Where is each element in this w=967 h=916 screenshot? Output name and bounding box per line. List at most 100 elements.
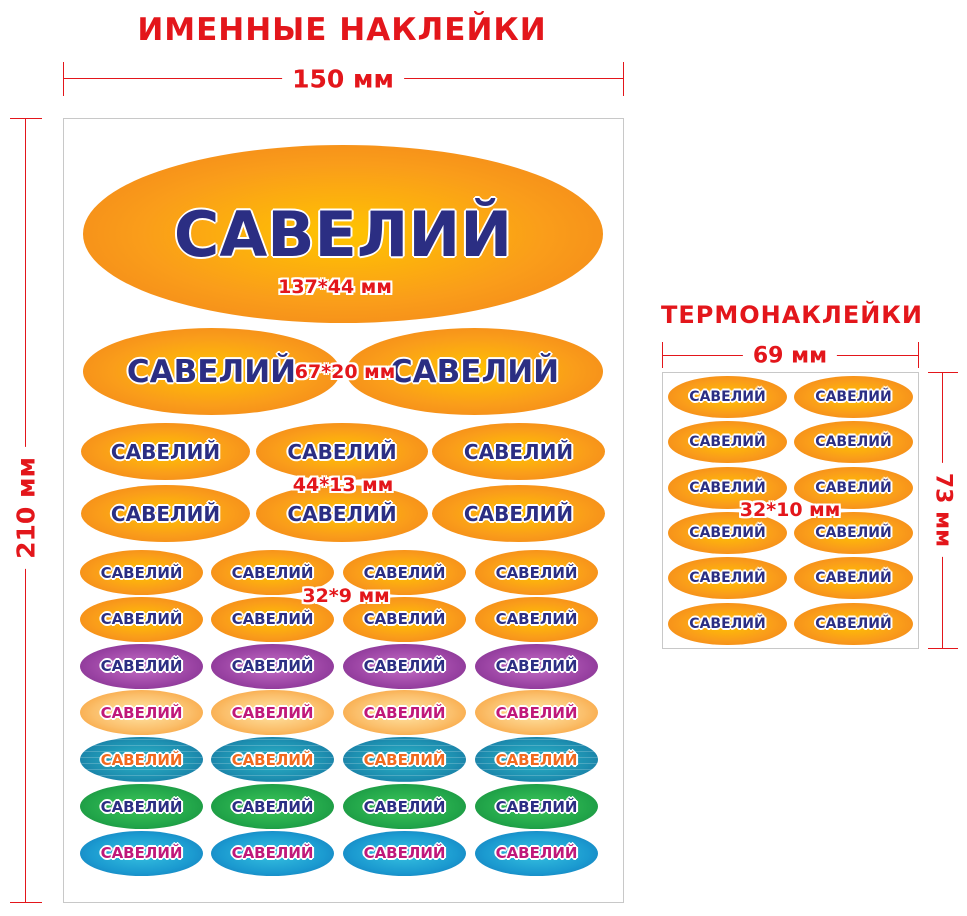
sticker-name-text: САВЕЛИЙ (495, 750, 578, 769)
sticker-name-text: САВЕЛИЙ (689, 479, 766, 496)
sticker-name-text: САВЕЛИЙ (100, 657, 183, 676)
sticker-name-text: САВЕЛИЙ (287, 501, 397, 526)
sticker-name-text: САВЕЛИЙ (463, 501, 574, 526)
sticker-name-text: САВЕЛИЙ (110, 501, 221, 526)
name-sticker: САВЕЛИЙ (794, 421, 913, 464)
thermo-stickers-title: ТЕРМОНАКЛЕЙКИ (660, 301, 924, 329)
sticker-name-text: САВЕЛИЙ (815, 524, 892, 541)
name-sticker: САВЕЛИЙ (81, 485, 250, 542)
sticker-name-text: САВЕЛИЙ (463, 439, 574, 464)
name-sticker: САВЕЛИЙ (346, 328, 603, 415)
sticker-name-text: САВЕЛИЙ (231, 844, 314, 863)
name-sticker: САВЕЛИЙ (794, 376, 913, 418)
dimension-tick (10, 902, 42, 903)
name-sticker: САВЕЛИЙ (256, 485, 428, 542)
name-sticker: САВЕЛИЙ (80, 737, 203, 783)
width-label: 150 мм (282, 64, 404, 94)
name-sticker: САВЕЛИЙ (211, 830, 334, 876)
sticker-name-text: САВЕЛИЙ (363, 610, 446, 629)
sticker-name-text: САВЕЛИЙ (689, 434, 766, 451)
name-sticker: САВЕЛИЙ (475, 830, 598, 876)
name-sticker: САВЕЛИЙ (83, 328, 340, 415)
name-stickers-title: ИМЕННЫЕ НАКЛЕЙКИ (137, 12, 547, 48)
name-sticker: САВЕЛИЙ (794, 466, 913, 509)
dimension-tick (63, 62, 64, 96)
dimension-tick (928, 372, 958, 373)
name-sticker: САВЕЛИЙ (80, 643, 203, 689)
sticker-name-text: САВЕЛИЙ (231, 657, 314, 676)
size-label: 32*9 мм (302, 585, 390, 607)
sticker-name-text: САВЕЛИЙ (126, 353, 297, 390)
name-sticker: САВЕЛИЙ (668, 466, 787, 509)
sticker-name-text: САВЕЛИЙ (689, 615, 766, 632)
name-sticker: САВЕЛИЙ (211, 550, 334, 595)
sticker-name-text: САВЕЛИЙ (363, 750, 446, 769)
sticker-name-text: САВЕЛИЙ (363, 563, 446, 582)
dimension-tick (928, 648, 958, 649)
height-label: 210 мм (11, 447, 41, 569)
name-sticker: САВЕЛИЙ (794, 602, 913, 645)
name-sticker: САВЕЛИЙ (256, 423, 428, 480)
sticker-name-text: САВЕЛИЙ (231, 703, 314, 722)
sticker-name-text: САВЕЛИЙ (495, 844, 578, 863)
name-sticker: САВЕЛИЙ (211, 690, 334, 736)
sticker-name-text: САВЕЛИЙ (110, 439, 221, 464)
sticker-name-text: САВЕЛИЙ (495, 657, 578, 676)
sticker-name-text: САВЕЛИЙ (689, 570, 766, 587)
thermo-sticker-sheet (662, 372, 919, 649)
name-sticker: САВЕЛИЙ (794, 511, 913, 554)
name-sticker: САВЕЛИЙ (668, 376, 787, 418)
sticker-name-text: САВЕЛИЙ (689, 389, 766, 405)
sticker-name-text: САВЕЛИЙ (231, 797, 314, 816)
sticker-name-text: САВЕЛИЙ (389, 353, 560, 390)
name-sticker: САВЕЛИЙ (475, 690, 598, 736)
name-sticker: САВЕЛИЙ (343, 643, 466, 689)
sticker-name-text: САВЕЛИЙ (689, 524, 766, 541)
name-sticker: САВЕЛИЙ (475, 643, 598, 689)
name-sticker: САВЕЛИЙ (211, 784, 334, 829)
size-label: 44*13 мм (292, 474, 394, 496)
name-sticker: САВЕЛИЙ (211, 737, 334, 783)
name-sticker: САВЕЛИЙ (343, 690, 466, 736)
size-label: 137*44 мм (278, 276, 392, 298)
sticker-name-text: САВЕЛИЙ (363, 844, 446, 863)
name-sticker: САВЕЛИЙ (80, 596, 203, 642)
thermo-size-label: 32*10 мм (739, 499, 841, 521)
sticker-name-text: САВЕЛИЙ (815, 434, 892, 451)
name-sticker: САВЕЛИЙ (80, 550, 203, 595)
name-sticker: САВЕЛИЙ (432, 423, 605, 480)
sticker-name-text: САВЕЛИЙ (495, 797, 578, 816)
sticker-name-text: САВЕЛИЙ (815, 389, 892, 405)
sticker-name-text: САВЕЛИЙ (231, 610, 314, 629)
sticker-name-text: САВЕЛИЙ (363, 703, 446, 722)
size-label: 67*20 мм (294, 361, 396, 383)
sticker-name-text: САВЕЛИЙ (495, 610, 578, 629)
name-sticker: САВЕЛИЙ (475, 737, 598, 783)
dimension-tick (10, 118, 42, 119)
sticker-name-text: САВЕЛИЙ (100, 844, 183, 863)
dimension-tick (918, 342, 919, 368)
name-sticker: САВЕЛИЙ (80, 830, 203, 876)
name-sticker: САВЕЛИЙ (80, 784, 203, 829)
name-sticker: САВЕЛИЙ (794, 557, 913, 600)
sticker-name-text: САВЕЛИЙ (363, 797, 446, 816)
name-sticker: САВЕЛИЙ (668, 421, 787, 464)
dimension-tick (623, 62, 624, 96)
sticker-name-text: САВЕЛИЙ (495, 703, 578, 722)
thermo-height-label: 73 мм (930, 462, 956, 558)
sticker-name-text: САВЕЛИЙ (100, 797, 183, 816)
name-sticker: САВЕЛИЙ (80, 690, 203, 736)
name-sticker: САВЕЛИЙ (668, 511, 787, 554)
thermo-width-label: 69 мм (742, 343, 838, 369)
name-sticker: САВЕЛИЙ (432, 485, 605, 542)
sticker-name-text: САВЕЛИЙ (231, 750, 314, 769)
sticker-name-text: САВЕЛИЙ (287, 439, 397, 464)
sticker-name-text: САВЕЛИЙ (231, 563, 314, 582)
sticker-name-text: САВЕЛИЙ (100, 610, 183, 629)
name-sticker: САВЕЛИЙ (475, 550, 598, 595)
name-sticker: САВЕЛИЙ (475, 784, 598, 829)
sticker-name-text: САВЕЛИЙ (100, 750, 183, 769)
sticker-name-text: САВЕЛИЙ (815, 615, 892, 632)
sticker-name-text: САВЕЛИЙ (100, 703, 183, 722)
sticker-name-text: САВЕЛИЙ (363, 657, 446, 676)
